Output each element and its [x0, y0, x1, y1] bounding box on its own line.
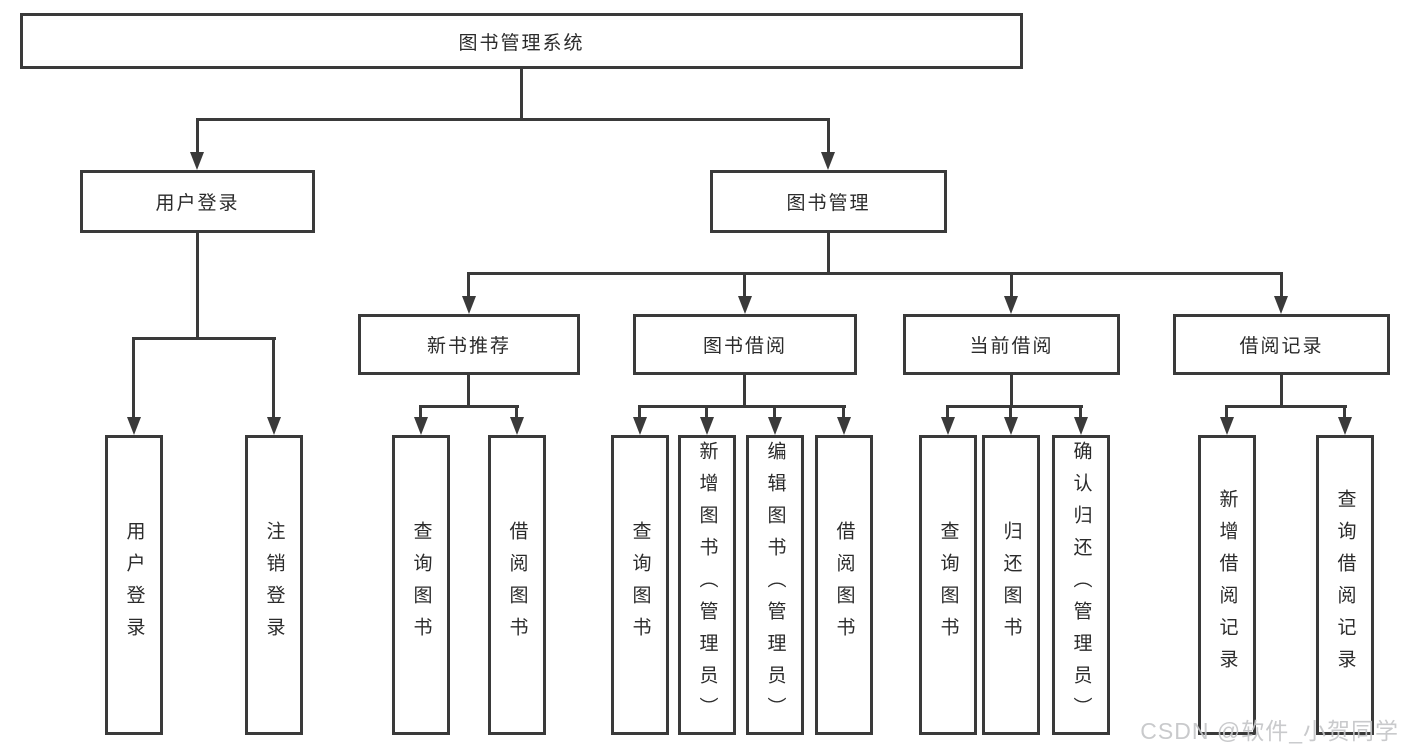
leaf-query-book-borrow-label: 查询图书: [629, 521, 651, 649]
node-root-label: 图书管理系统: [458, 32, 585, 54]
arrow-down-icon: [414, 417, 428, 435]
connector-line: [1280, 272, 1283, 296]
leaf-add-borrow-record-label: 新增借阅记录: [1216, 489, 1238, 681]
arrow-down-icon: [768, 417, 782, 435]
connector-line: [773, 405, 776, 417]
node-book-management-label: 图书管理: [786, 193, 871, 214]
node-root: 图书管理系统: [20, 13, 1023, 69]
connector-line: [196, 233, 199, 340]
node-borrow-records-label: 借阅记录: [1239, 336, 1324, 357]
leaf-query-book-recommend: 查询图书: [392, 435, 450, 735]
leaf-confirm-return-admin-label: 确认归还（管理员）: [1070, 441, 1092, 729]
leaf-borrow-book-recommend: 借阅图书: [488, 435, 546, 735]
connector-line: [196, 118, 199, 152]
leaf-query-book-recommend-label: 查询图书: [410, 521, 432, 649]
connector-line: [827, 233, 830, 275]
connector-line: [272, 337, 275, 417]
node-current-borrow: 当前借阅: [903, 314, 1120, 375]
arrow-down-icon: [267, 417, 281, 435]
connector-line: [419, 405, 519, 408]
connector-line: [842, 405, 845, 417]
leaf-add-book-admin: 新增图书（管理员）: [678, 435, 736, 735]
connector-line: [1010, 272, 1013, 296]
connector-line: [419, 405, 422, 417]
arrow-down-icon: [1220, 417, 1234, 435]
leaf-add-borrow-record: 新增借阅记录: [1198, 435, 1256, 735]
connector-line: [705, 405, 708, 417]
connector-line: [1010, 375, 1013, 408]
arrow-down-icon: [462, 296, 476, 314]
leaf-confirm-return-admin: 确认归还（管理员）: [1052, 435, 1110, 735]
arrow-down-icon: [510, 417, 524, 435]
arrow-down-icon: [837, 417, 851, 435]
connector-line: [743, 272, 746, 296]
leaf-edit-book-admin-label: 编辑图书（管理员）: [764, 441, 786, 729]
arrow-down-icon: [190, 152, 204, 170]
leaf-query-book-current: 查询图书: [919, 435, 977, 735]
node-borrow-records: 借阅记录: [1173, 314, 1390, 375]
leaf-logout-label: 注销登录: [263, 521, 285, 649]
node-book-borrow-label: 图书借阅: [702, 336, 787, 357]
leaf-user-login: 用户登录: [105, 435, 163, 735]
leaf-query-borrow-record-label: 查询借阅记录: [1334, 489, 1356, 681]
connector-line: [467, 272, 1283, 275]
connector-line: [946, 405, 1083, 408]
leaf-query-borrow-record: 查询借阅记录: [1316, 435, 1374, 735]
node-current-borrow-label: 当前借阅: [969, 336, 1054, 357]
connector-line: [946, 405, 949, 417]
node-user-login-label: 用户登录: [155, 193, 240, 214]
arrow-down-icon: [700, 417, 714, 435]
connector-line: [467, 375, 470, 408]
connector-line: [196, 118, 830, 121]
arrow-down-icon: [1004, 417, 1018, 435]
connector-line: [520, 69, 523, 121]
node-user-login: 用户登录: [80, 170, 315, 233]
arrow-down-icon: [821, 152, 835, 170]
leaf-borrow-book: 借阅图书: [815, 435, 873, 735]
node-new-book-recommend-label: 新书推荐: [426, 336, 511, 357]
connector-line: [1079, 405, 1082, 417]
csdn-watermark: CSDN @软件_小贺同学: [1140, 718, 1399, 744]
leaf-return-book: 归还图书: [982, 435, 1040, 735]
leaf-borrow-book-label: 借阅图书: [833, 521, 855, 649]
connector-line: [132, 337, 276, 340]
arrow-down-icon: [633, 417, 647, 435]
leaf-logout: 注销登录: [245, 435, 303, 735]
connector-line: [1343, 405, 1346, 417]
arrow-down-icon: [1338, 417, 1352, 435]
leaf-user-login-label: 用户登录: [123, 521, 145, 649]
arrow-down-icon: [941, 417, 955, 435]
connector-line: [638, 405, 846, 408]
connector-line: [515, 405, 518, 417]
leaf-add-book-admin-label: 新增图书（管理员）: [696, 441, 718, 729]
connector-line: [1225, 405, 1228, 417]
leaf-query-book-borrow: 查询图书: [611, 435, 669, 735]
node-new-book-recommend: 新书推荐: [358, 314, 580, 375]
connector-line: [132, 337, 135, 417]
leaf-return-book-label: 归还图书: [1000, 521, 1022, 649]
arrow-down-icon: [1074, 417, 1088, 435]
connector-line: [1280, 375, 1283, 408]
connector-line: [1009, 405, 1012, 417]
connector-line: [743, 375, 746, 408]
arrow-down-icon: [127, 417, 141, 435]
arrow-down-icon: [1004, 296, 1018, 314]
connector-line: [467, 272, 470, 296]
connector-line: [1225, 405, 1347, 408]
node-book-management: 图书管理: [710, 170, 947, 233]
leaf-query-book-current-label: 查询图书: [937, 521, 959, 649]
node-book-borrow: 图书借阅: [633, 314, 857, 375]
connector-line: [827, 118, 830, 152]
connector-line: [638, 405, 641, 417]
leaf-borrow-book-recommend-label: 借阅图书: [506, 521, 528, 649]
arrow-down-icon: [738, 296, 752, 314]
arrow-down-icon: [1274, 296, 1288, 314]
leaf-edit-book-admin: 编辑图书（管理员）: [746, 435, 804, 735]
